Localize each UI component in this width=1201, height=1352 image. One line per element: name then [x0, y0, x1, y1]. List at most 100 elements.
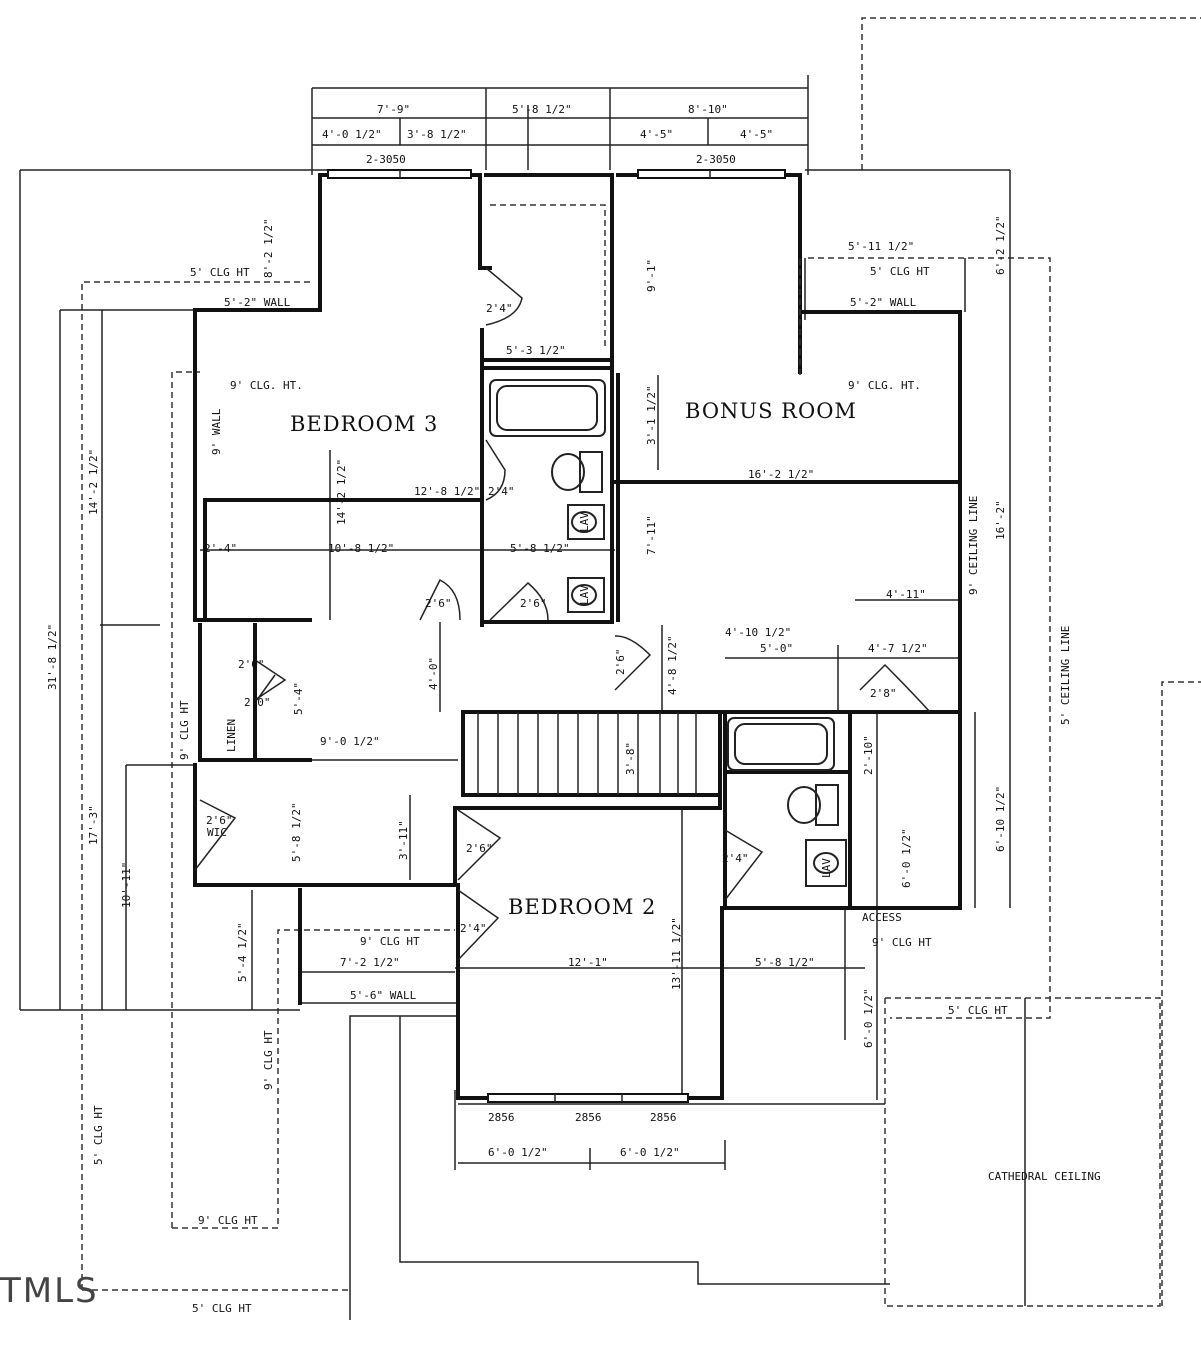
- dim-left-10: 10'-11": [120, 862, 133, 908]
- door-2-4c: 2'4": [460, 922, 487, 935]
- door-2-6c: 2'6": [614, 649, 627, 676]
- dim-hall-5-8: 5'-8 1/2": [510, 542, 570, 555]
- door-2-4a: 2'4": [486, 302, 513, 315]
- door-2-6d: 2'6": [466, 842, 493, 855]
- dim-top-3: 8'-10": [688, 103, 728, 116]
- dim-bottom-1: 6'-0 1/2": [488, 1146, 548, 1159]
- note-clg-5-top-right: 5' CLG HT: [870, 265, 930, 278]
- dim-5-8c: 5'-8 1/2": [755, 956, 815, 969]
- note-clg-9-bonus: 9' CLG. HT.: [848, 379, 921, 392]
- window-label-left: 2-3050: [366, 153, 406, 166]
- note-clg-9-b3: 9' CLG. HT.: [230, 379, 303, 392]
- note-clg-9-vert-low: 9' CLG HT: [262, 1030, 275, 1090]
- dim-right-6-2: 6'-2 1/2": [994, 215, 1007, 275]
- dim-top-5: 3'-8 1/2": [407, 128, 467, 141]
- dim-3-8: 3'-8": [624, 742, 637, 775]
- watermark-logo: TMLS: [0, 1271, 99, 1311]
- dim-left-overall: 31'-8 1/2": [46, 624, 59, 690]
- dim-4-8: 4'-8 1/2": [666, 635, 679, 695]
- note-lav1: LAV: [578, 512, 591, 532]
- note-clg-9-right: 9' CLG HT: [872, 936, 932, 949]
- dim-top-2: 5'-8 1/2": [512, 103, 572, 116]
- dim-7-2: 7'-2 1/2": [340, 956, 400, 969]
- door-2-0a: 2'0": [238, 658, 265, 671]
- dim-bonus-d1: 9'-1": [645, 259, 658, 292]
- dim-4-7: 4'-7 1/2": [868, 642, 928, 655]
- note-ceiling-line-9: 9' CEILING LINE: [967, 496, 980, 595]
- dim-bonus-d4: 5'-11 1/2": [848, 240, 914, 253]
- note-ceiling-line-5: 5' CEILING LINE: [1059, 626, 1072, 725]
- door-2-8: 2'8": [870, 687, 897, 700]
- interior-dashed: [490, 204, 801, 375]
- note-clg-9-b2: 9' CLG HT: [360, 935, 420, 948]
- dim-5-4b: 5'-4": [292, 682, 305, 715]
- door-2-4b: 2'4": [488, 485, 515, 498]
- dim-left-8: 8'-2 1/2": [262, 218, 275, 278]
- roof-outline-lines: [81, 17, 1201, 1307]
- note-clg-5-right-low: 5' CLG HT: [948, 1004, 1008, 1017]
- dim-right-6-0: 6'-0 1/2": [900, 828, 913, 888]
- note-lav2: LAV: [578, 585, 591, 605]
- note-clg-9-left-vert: 9' CLG HT: [178, 700, 191, 760]
- note-wall-5-2-left: 5'-2" WALL: [224, 296, 291, 309]
- dim-bath-top: 5'-3 1/2": [506, 344, 566, 357]
- dim-bonus-d3: 3'-1 1/2": [645, 385, 658, 445]
- dim-left-5-4: 5'-4 1/2": [236, 922, 249, 982]
- note-clg-9-bottom: 9' CLG HT: [198, 1214, 258, 1227]
- room-label-bedroom2: BEDROOM 2: [508, 895, 656, 919]
- dim-top-4: 4'-0 1/2": [322, 128, 382, 141]
- bath-fixtures: [489, 379, 847, 887]
- dim-right-6-10: 6'-10 1/2": [994, 786, 1007, 852]
- dim-b3-left: 2'-4": [204, 542, 237, 555]
- dim-top-1: 7'-9": [377, 103, 410, 116]
- note-wall-5-2-right: 5'-2" WALL: [850, 296, 917, 309]
- dim-b3-depth: 14'-2 1/2": [335, 459, 348, 525]
- dim-2-10: 2'-10": [862, 735, 875, 775]
- window-b3: 2856: [650, 1111, 677, 1124]
- dim-right-16: 16'-2": [994, 500, 1007, 540]
- dim-b3-lower: 10'-8 1/2": [328, 542, 394, 555]
- note-wall-5-6: 5'-6" WALL: [350, 989, 417, 1002]
- dim-b2-width: 12'-1": [568, 956, 608, 969]
- note-lav3: LAV: [820, 858, 833, 878]
- window-label-right: 2-3050: [696, 153, 736, 166]
- dim-4-11: 4'-11": [886, 588, 926, 601]
- note-cathedral: CATHEDRAL CEILING: [988, 1170, 1101, 1183]
- note-wic: WIC: [207, 826, 227, 839]
- dim-4-10: 4'-10 1/2": [725, 626, 791, 639]
- dim-6-0b: 6'-0 1/2": [862, 988, 875, 1048]
- room-label-bonus: BONUS ROOM: [685, 399, 857, 423]
- room-label-bedroom3: BEDROOM 3: [290, 412, 438, 436]
- note-access: ACCESS: [862, 911, 902, 924]
- dim-bonus-d2: 7'-11": [645, 515, 658, 555]
- dim-bottom-2: 6'-0 1/2": [620, 1146, 680, 1159]
- dim-4-0: 4'-0": [427, 657, 440, 690]
- door-swings: [194, 267, 931, 961]
- door-2-0b: 2'0": [244, 696, 271, 709]
- windows: [327, 169, 786, 1103]
- staircase: [477, 712, 697, 795]
- dim-9-0: 9'-0 1/2": [320, 735, 380, 748]
- note-clg-5-top-left: 5' CLG HT: [190, 266, 250, 279]
- dim-5-8b: 5'-8 1/2": [290, 802, 303, 862]
- note-clg-5-bottom: 5' CLG HT: [192, 1302, 252, 1315]
- construction-lines: [19, 75, 1011, 1320]
- dim-top-6: 4'-5": [640, 128, 673, 141]
- window-b1: 2856: [488, 1111, 515, 1124]
- note-clg-5-vert-far: 5' CLG HT: [92, 1105, 105, 1165]
- door-2-4d: 2'4": [722, 852, 749, 865]
- door-2-6a: 2'6": [425, 597, 452, 610]
- dim-left-14: 14'-2 1/2": [87, 449, 100, 515]
- dim-bonus-width: 16'-2 1/2": [748, 468, 814, 481]
- door-2-6w: 2'6": [206, 814, 233, 827]
- dim-3-11: 3'-11": [397, 820, 410, 860]
- dim-b2-depth: 13'-11 1/2": [670, 917, 683, 990]
- dim-5-0: 5'-0": [760, 642, 793, 655]
- dim-b3-width: 12'-8 1/2": [414, 485, 480, 498]
- dim-left-17: 17'-3": [87, 805, 100, 845]
- note-linen: LINEN: [225, 719, 238, 752]
- dim-top-7: 4'-5": [740, 128, 773, 141]
- window-b2: 2856: [575, 1111, 602, 1124]
- door-2-6b: 2'6": [520, 597, 547, 610]
